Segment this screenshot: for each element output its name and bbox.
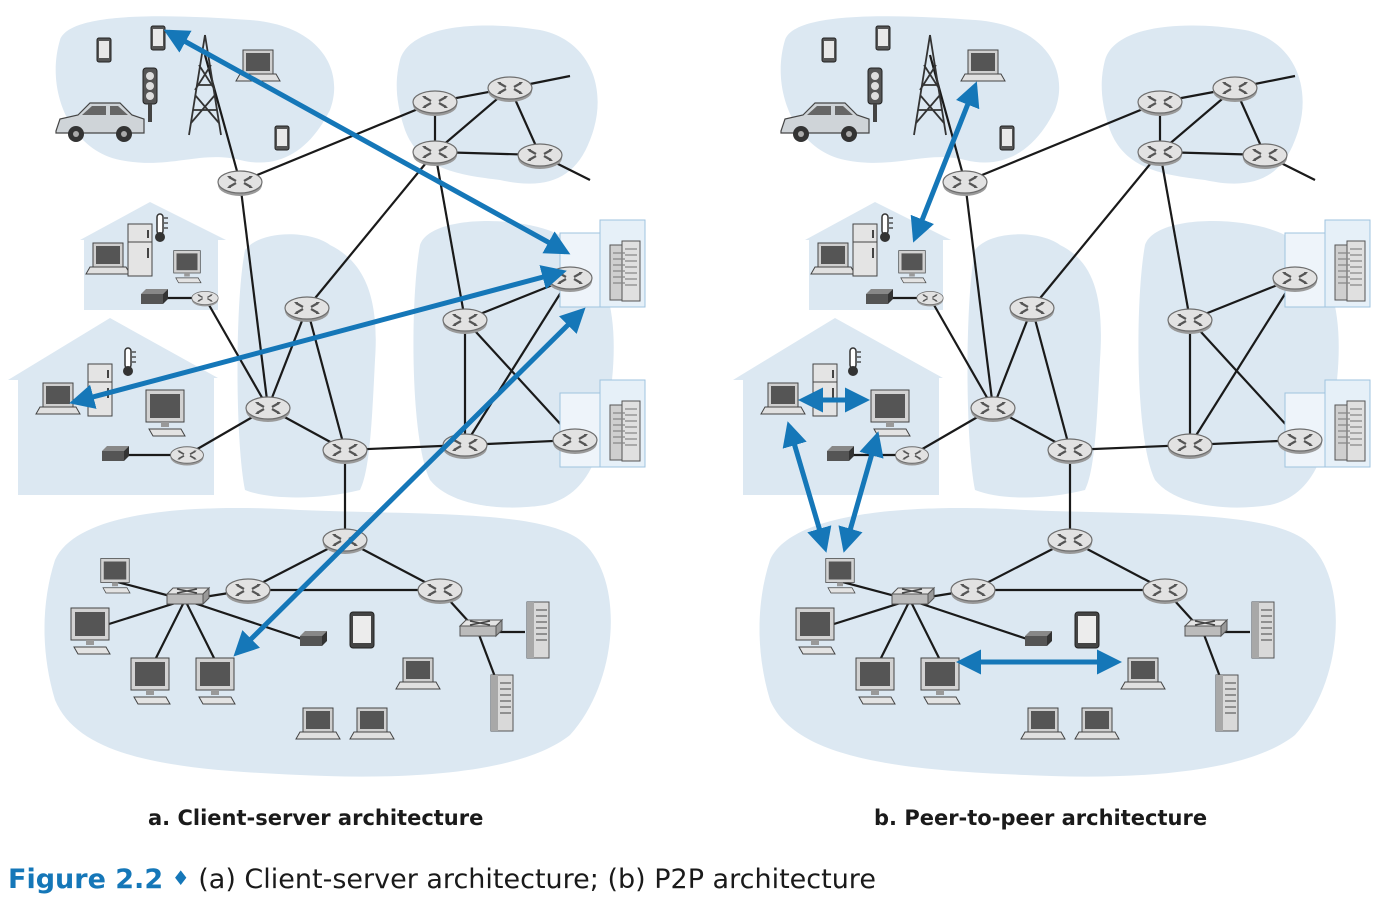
figure-caption-text: (a) Client-server architecture; (b) P2P … [198,864,876,895]
router-icon [169,445,205,467]
laptop-icon [1120,657,1166,690]
phone-icon [274,125,290,151]
network-diagram [8,16,1371,777]
client-server-arrows [69,29,586,657]
router-icon [411,139,459,168]
laptop-icon [85,242,131,275]
modem-icon [300,631,327,646]
desktop-icon [898,250,927,284]
switch-icon [891,587,935,605]
desktop-icon [130,657,171,705]
router-icon [1166,432,1214,461]
server-icon [1251,601,1275,659]
router-icon [969,395,1017,424]
peer-to-peer-panel [733,16,1371,777]
tablet-icon [349,611,375,649]
figure-caption: Figure 2.2 ♦ (a) Client-server architect… [8,864,876,895]
router-icon [1046,437,1094,466]
laptop-icon [295,707,341,740]
desktop-icon [855,657,896,705]
router-icon [894,445,930,467]
panel-b-caption: b. Peer-to-peer architecture [874,806,1208,830]
server-icon [490,674,514,732]
laptop-icon [1020,707,1066,740]
desktop-icon [195,657,236,705]
desktop-icon [825,558,856,594]
fridge-icon [87,363,113,417]
router-icon [283,295,331,324]
router-icon [191,290,219,308]
phone-icon [999,125,1015,151]
router-icon [1211,75,1259,104]
modem-icon [1025,631,1052,646]
router-icon [244,395,292,424]
router-icon [416,577,464,606]
phone-icon [150,25,166,51]
server-icon [526,601,550,659]
fridge-icon [852,223,878,277]
laptop-icon [810,242,856,275]
router-icon [1136,89,1184,118]
modem-icon [866,289,893,304]
switch-icon [1184,619,1228,637]
router-icon [1141,577,1189,606]
laptop-icon [35,382,81,415]
modem-icon [827,446,854,461]
router-icon [551,427,599,456]
peer-to-peer-arrows [782,81,1122,675]
router-icon [1271,265,1319,294]
panel-a-caption: a. Client-server architecture [148,806,484,830]
switch-icon [459,619,503,637]
router-icon [916,290,944,308]
router-icon [321,437,369,466]
laptop-icon [235,49,281,82]
router-icon [1046,527,1094,556]
router-icon [411,89,459,118]
fridge-icon [812,363,838,417]
desktop-icon [920,657,961,705]
router-icon [1008,295,1056,324]
desktop-icon [145,389,186,437]
data-center-icon [1284,379,1371,468]
router-icon [1276,427,1324,456]
modem-icon [102,446,129,461]
desktop-icon [70,607,111,655]
desktop-icon [870,389,911,437]
data-center-icon [559,379,646,468]
laptop-icon [395,657,441,690]
links-b [814,54,1316,691]
router-icon [949,577,997,606]
data-center-icon [559,219,646,308]
router-icon [441,307,489,336]
figure-number: Figure 2.2 [8,864,164,895]
router-icon [1166,307,1214,336]
laptop-icon [960,49,1006,82]
router-icon [546,265,594,294]
router-icon [486,75,534,104]
phone-icon [821,37,837,63]
router-icon [216,169,264,198]
modem-icon [141,289,168,304]
desktop-icon [100,558,131,594]
laptop-icon [349,707,395,740]
router-icon [441,432,489,461]
tablet-icon [1074,611,1100,649]
server-icon [1215,674,1239,732]
client-server-panel [8,16,646,777]
router-icon [1241,142,1289,171]
laptop-icon [760,382,806,415]
phone-icon [96,37,112,63]
fridge-icon [127,223,153,277]
phone-icon [875,25,891,51]
laptop-icon [1074,707,1120,740]
router-icon [224,577,272,606]
router-icon [516,142,564,171]
data-center-icon [1284,219,1371,308]
router-icon [941,169,989,198]
diamond-separator-icon: ♦ [171,866,190,890]
desktop-icon [173,250,202,284]
router-icon [1136,139,1184,168]
desktop-icon [795,607,836,655]
switch-icon [166,587,210,605]
